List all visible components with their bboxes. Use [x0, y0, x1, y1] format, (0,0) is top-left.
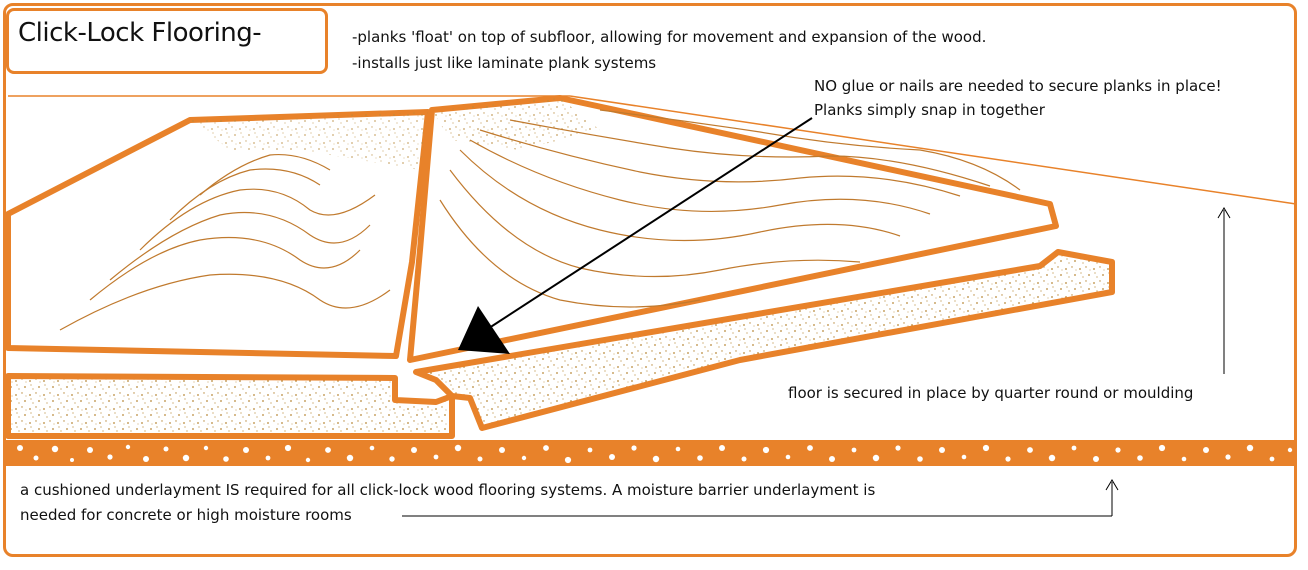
left-plank-top: [5, 109, 431, 359]
left-plank-core: [5, 373, 455, 439]
underlayment-arrow: [402, 479, 1119, 517]
floor-perspective-line: [569, 95, 1297, 205]
no-glue-note: NO glue or nails are needed to secure pl…: [814, 77, 1222, 95]
underlayment-note-line-2: needed for concrete or high moisture roo…: [20, 506, 352, 524]
title-box: [6, 8, 328, 74]
underlayment-strip: [6, 440, 1296, 466]
diagram-frame: [3, 3, 1297, 557]
underlayment-note-line-1: a cushioned underlayment IS required for…: [20, 481, 876, 499]
installs-note: -installs just like laminate plank syste…: [352, 54, 657, 72]
snap-together-note: Planks simply snap in together: [814, 101, 1045, 119]
float-note: -planks 'float' on top of subfloor, allo…: [352, 28, 987, 46]
right-plank-core: [413, 249, 1115, 431]
right-plank-top: [407, 95, 1059, 363]
snap-joint-arrow: [458, 117, 813, 354]
moulding-arrow: [1217, 207, 1231, 374]
diagram-title: Click-Lock Flooring-: [18, 18, 262, 48]
secured-note: floor is secured in place by quarter rou…: [788, 384, 1194, 402]
